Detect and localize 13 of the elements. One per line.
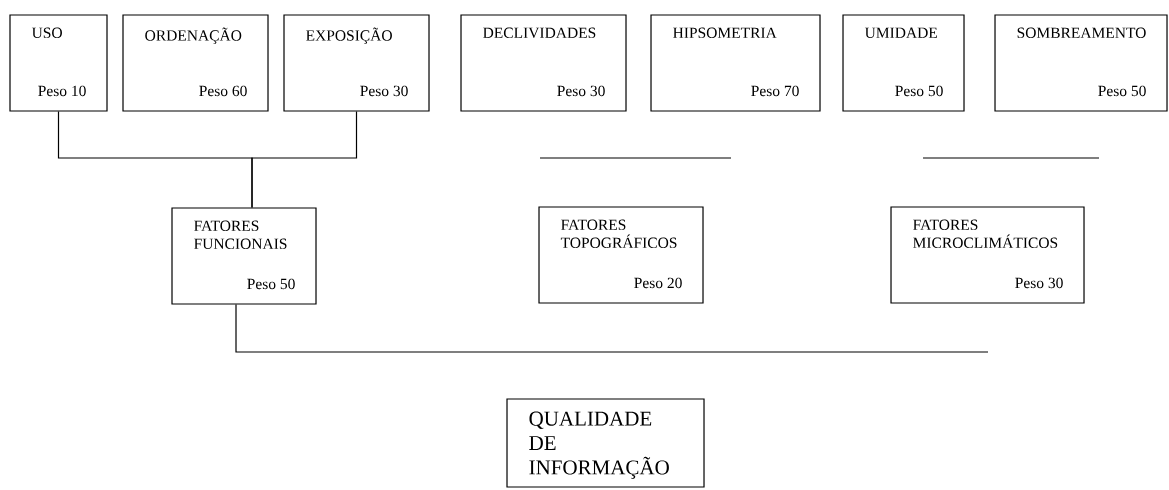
connector-line [251, 111, 358, 208]
connector-line [235, 304, 989, 353]
process-box: HIPSOMETRIA Peso 70 [650, 14, 821, 112]
process-box: EXPOSIÇÃO Peso 30 [283, 14, 430, 112]
process-box: ORDENAÇÃO Peso 60 [122, 14, 269, 112]
process-box: DECLIVIDADES Peso 30 [460, 14, 627, 112]
process-box: SOMBREAMENTO Peso 50 [994, 14, 1168, 112]
process-box: USO Peso 10 [9, 14, 108, 112]
process-box: FATORES TOPOGRÁFICOS Peso 20 [538, 206, 704, 304]
process-box: FATORES MICROCLIMÁTICOS Peso 30 [890, 206, 1085, 304]
process-box: QUALIDADE DE INFORMAÇÃO [506, 398, 705, 488]
process-box: FATORES FUNCIONAIS Peso 50 [171, 207, 317, 305]
process-box: UMIDADE Peso 50 [842, 14, 965, 112]
